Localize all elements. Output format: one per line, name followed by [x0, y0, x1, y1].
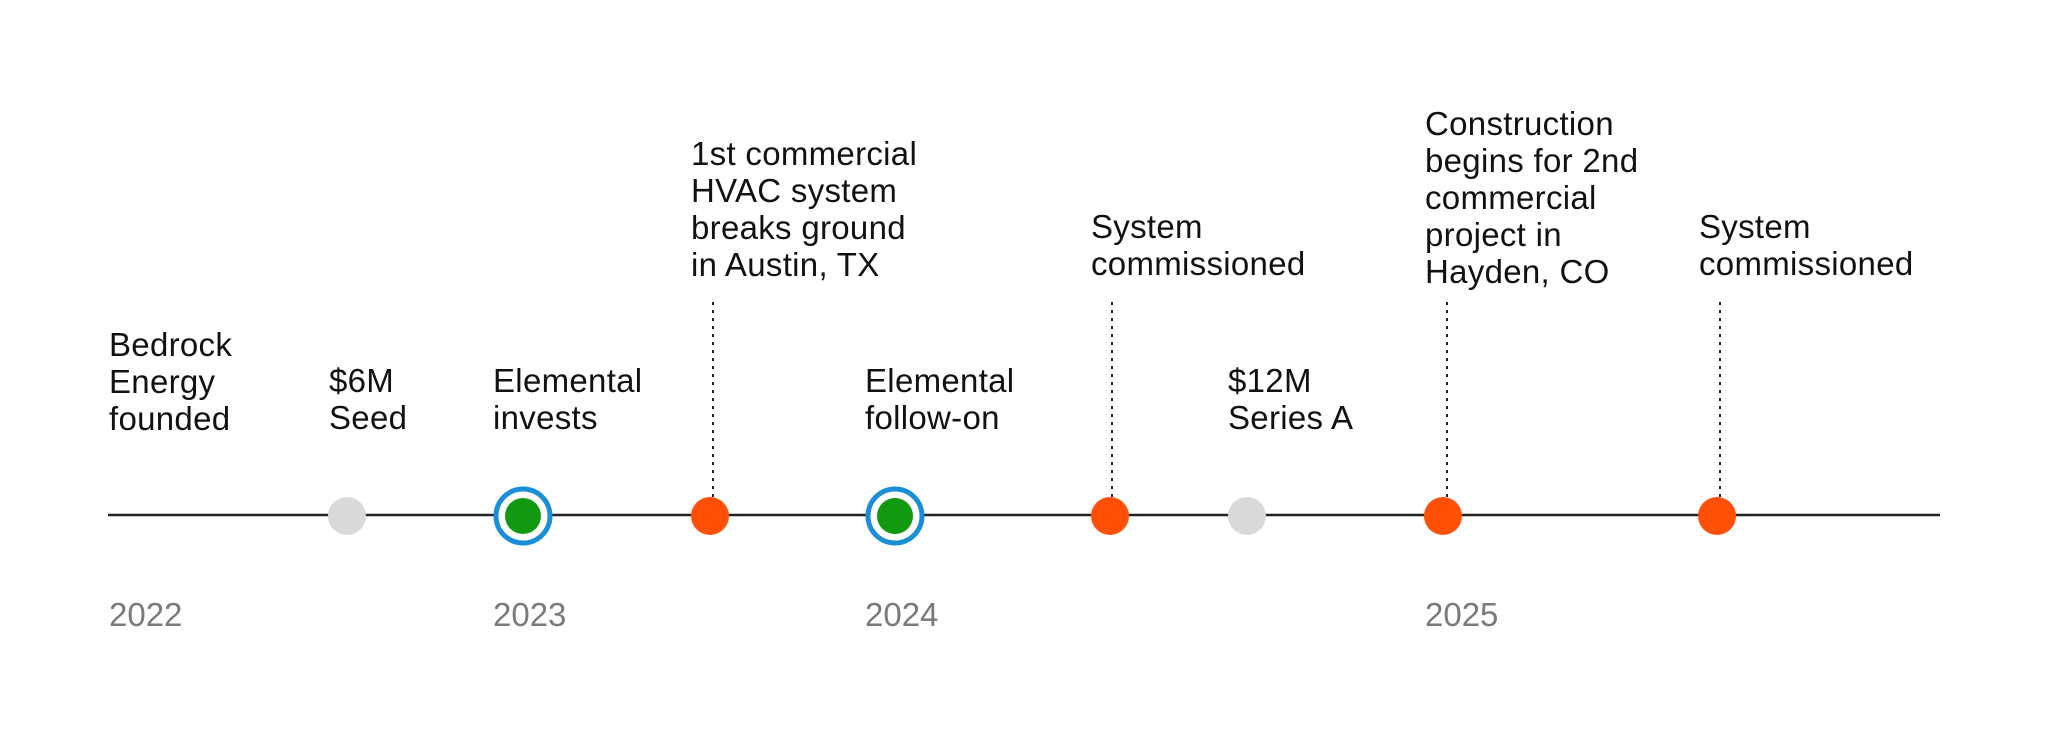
elemental-follow-on-dot	[865, 486, 925, 546]
year-label: 2022	[109, 596, 183, 633]
commissioned-1-dot	[1091, 497, 1129, 535]
event-label-austin: 1st commercial HVAC system breaks ground…	[691, 135, 918, 283]
event-label-elemental-follow-on: Elemental follow-on	[865, 362, 1015, 436]
hayden-dot	[1424, 497, 1462, 535]
elemental-invests-dot	[493, 486, 553, 546]
event-label-commissioned-2: System commissioned	[1699, 208, 1914, 282]
event-label-founded: Bedrock Energy founded	[109, 326, 233, 437]
event-label-commissioned-1: System commissioned	[1091, 208, 1306, 282]
year-label: 2025	[1425, 596, 1499, 633]
event-label-series-a: $12M Series A	[1228, 362, 1354, 436]
event-label-elemental-invests: Elemental invests	[493, 362, 643, 436]
austin-dot	[691, 497, 729, 535]
year-label: 2023	[493, 596, 567, 633]
year-label: 2024	[865, 596, 939, 633]
commissioned-2-dot	[1698, 497, 1736, 535]
seed-dot	[328, 497, 366, 535]
event-label-seed: $6M Seed	[329, 362, 408, 436]
event-label-hayden: Construction begins for 2nd commercial p…	[1425, 105, 1639, 290]
series-a-dot	[1228, 497, 1266, 535]
